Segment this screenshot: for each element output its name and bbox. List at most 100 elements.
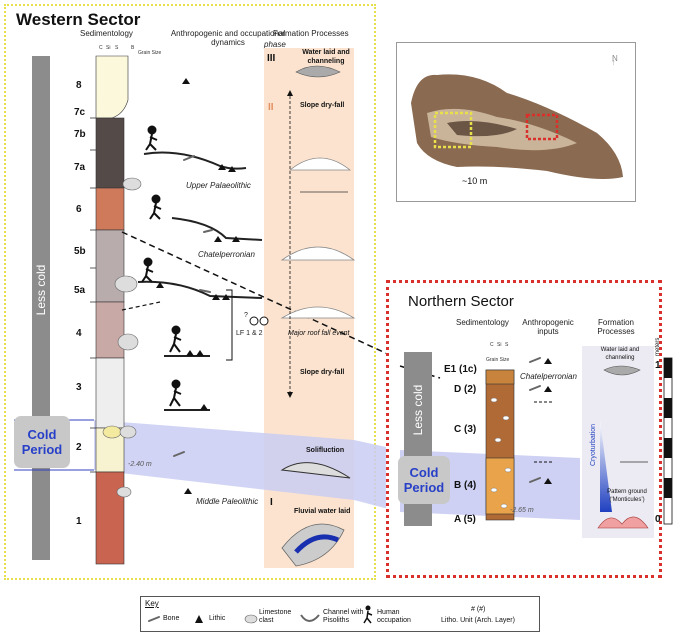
limestone-clast — [114, 275, 138, 293]
n-unit-b: B (4) — [454, 480, 477, 491]
northern-formation-header: Formation Processes — [597, 318, 635, 336]
pattern-ground-label: Pattern ground (‘Monticules’) — [607, 489, 647, 503]
water-laid-icon — [295, 65, 341, 78]
process-slope-dryfall-2: Slope dry-fall — [300, 369, 345, 376]
legend-key: Key Bone Lithic Limestone clast Channel … — [140, 596, 540, 632]
map-scale-label: ~10 m — [462, 176, 488, 186]
key-bone: Bone — [163, 615, 180, 622]
label-question: ? — [244, 312, 248, 319]
limestone-clast — [116, 486, 132, 498]
northern-water-laid: Water laid and channeling — [600, 347, 640, 361]
scale-top-label: 1 — [655, 360, 661, 371]
solifluction-icon — [280, 462, 351, 479]
unit-label-4: 4 — [76, 328, 82, 339]
process-water-laid: Water laid and channeling — [302, 49, 350, 65]
process-solifluction: Solifluction — [306, 447, 345, 454]
key-litho-text: Litho. Unit (Arch. Layer) — [441, 617, 515, 624]
n-unit-e1: E1 (1c) — [444, 364, 477, 375]
northern-depth-label: -2.65 m — [510, 507, 534, 514]
unit-1-layer — [95, 471, 125, 565]
n-grain-s: S — [505, 342, 509, 348]
unit-label-6: 6 — [76, 204, 82, 215]
northern-anthropogenic-header: Anthropogenic inputs — [522, 318, 574, 336]
unit-8-layer — [95, 55, 129, 119]
unit-label-8: 8 — [76, 80, 82, 91]
unit-label-5b: 5b — [74, 246, 86, 257]
unit-4-layer — [95, 301, 125, 359]
skull-icons — [249, 316, 269, 326]
key-icons — [148, 605, 373, 624]
western-sedimentology-header: Sedimentology — [80, 29, 133, 38]
key-limestone: Limestone clast — [259, 609, 292, 624]
process-slope-dryfall-1: Slope dry-fall — [300, 102, 345, 109]
svg-text:↑: ↑ — [611, 57, 616, 67]
label-chatelperronian: Chatelperronian — [198, 250, 255, 259]
occupation-surfaces — [137, 151, 263, 411]
fluvial-channel — [294, 534, 340, 554]
phase-III: III — [267, 53, 276, 64]
grain-c: C — [99, 45, 103, 51]
unit-label-7c: 7c — [74, 107, 86, 118]
n-unit-d: D (2) — [454, 384, 477, 395]
limestone-clast — [119, 425, 137, 439]
western-depth-label: -2.40 m — [128, 461, 152, 468]
n-grain-si: Si — [497, 342, 502, 348]
scale-bottom-label: 0 — [655, 514, 661, 525]
unit-label-1: 1 — [76, 516, 82, 527]
lithic-markers — [156, 78, 240, 494]
lf-bracket — [226, 289, 233, 361]
key-litho-symbol: # (#) — [471, 606, 486, 613]
slope-cones — [280, 157, 356, 319]
phase-I: I — [270, 497, 273, 508]
fluvial-icon — [281, 523, 345, 567]
n-grain-size-label: Grain Size — [486, 357, 510, 363]
label-middle-paleolithic: Middle Paleolithic — [196, 497, 259, 506]
phase-II: II — [268, 102, 274, 113]
northern-chatelperronian: Chatelperronian — [520, 372, 577, 381]
n-unit-a: A (5) — [454, 514, 476, 525]
bone-markers — [173, 155, 213, 457]
limestone-clast — [122, 177, 142, 191]
grain-b: B — [131, 45, 135, 51]
unit-label-2: 2 — [76, 442, 82, 453]
key-lithic: Lithic — [209, 615, 226, 622]
key-title: Key — [145, 599, 159, 608]
map-north-label: N — [612, 54, 618, 63]
grain-si: Si — [106, 45, 111, 51]
northern-less-cold-label: Less cold — [411, 384, 425, 436]
key-channel: Channel with Pisoliths — [323, 609, 364, 624]
northern-cold-period-box: Cold Period — [398, 456, 450, 504]
limestone-clast — [117, 333, 139, 351]
western-anthropogenic-header: Anthropogenic and occupational dynamics — [170, 29, 286, 47]
northern-sector-title: Northern Sector — [408, 293, 514, 310]
unit-5-layer — [95, 229, 125, 303]
grain-size-label: Grain Size — [138, 50, 162, 56]
n-grain-c: C — [490, 342, 494, 348]
grain-s: S — [115, 45, 119, 51]
unit-label-7b: 7b — [74, 129, 86, 140]
phase-label: phase — [264, 40, 286, 49]
label-upper-palaeolithic: Upper Palaeolithic — [186, 181, 251, 190]
n-unit-c: C (3) — [454, 424, 477, 435]
unit-label-5a: 5a — [74, 285, 86, 296]
site-map-inset: ↑ — [396, 42, 636, 202]
western-cold-period-box: Cold Period — [14, 416, 70, 468]
label-lf: LF 1 & 2 — [236, 330, 263, 337]
process-roof-fall: Major roof fall event — [288, 330, 350, 337]
western-formation-header: Formation Processes — [273, 29, 349, 38]
limestone-clast — [102, 425, 122, 439]
scale-meters-label: meters — [655, 337, 661, 356]
unit-3-layer — [95, 357, 125, 429]
unit-7-layer — [95, 117, 125, 189]
unit-ticks — [90, 117, 96, 473]
process-fluvial: Fluvial water laid — [294, 508, 351, 515]
key-human: Human occupation — [377, 609, 411, 624]
unit-label-7a: 7a — [74, 162, 86, 173]
human-occupation-figures — [141, 125, 182, 407]
western-sector-title: Western Sector — [16, 10, 141, 29]
cryoturbation-label: Cryoturbation — [590, 423, 597, 466]
unit-label-3: 3 — [76, 382, 82, 393]
northern-sedimentology-header: Sedimentology — [456, 318, 509, 327]
site-map-image: ↑ — [411, 57, 623, 179]
unit-6-layer — [95, 187, 125, 231]
